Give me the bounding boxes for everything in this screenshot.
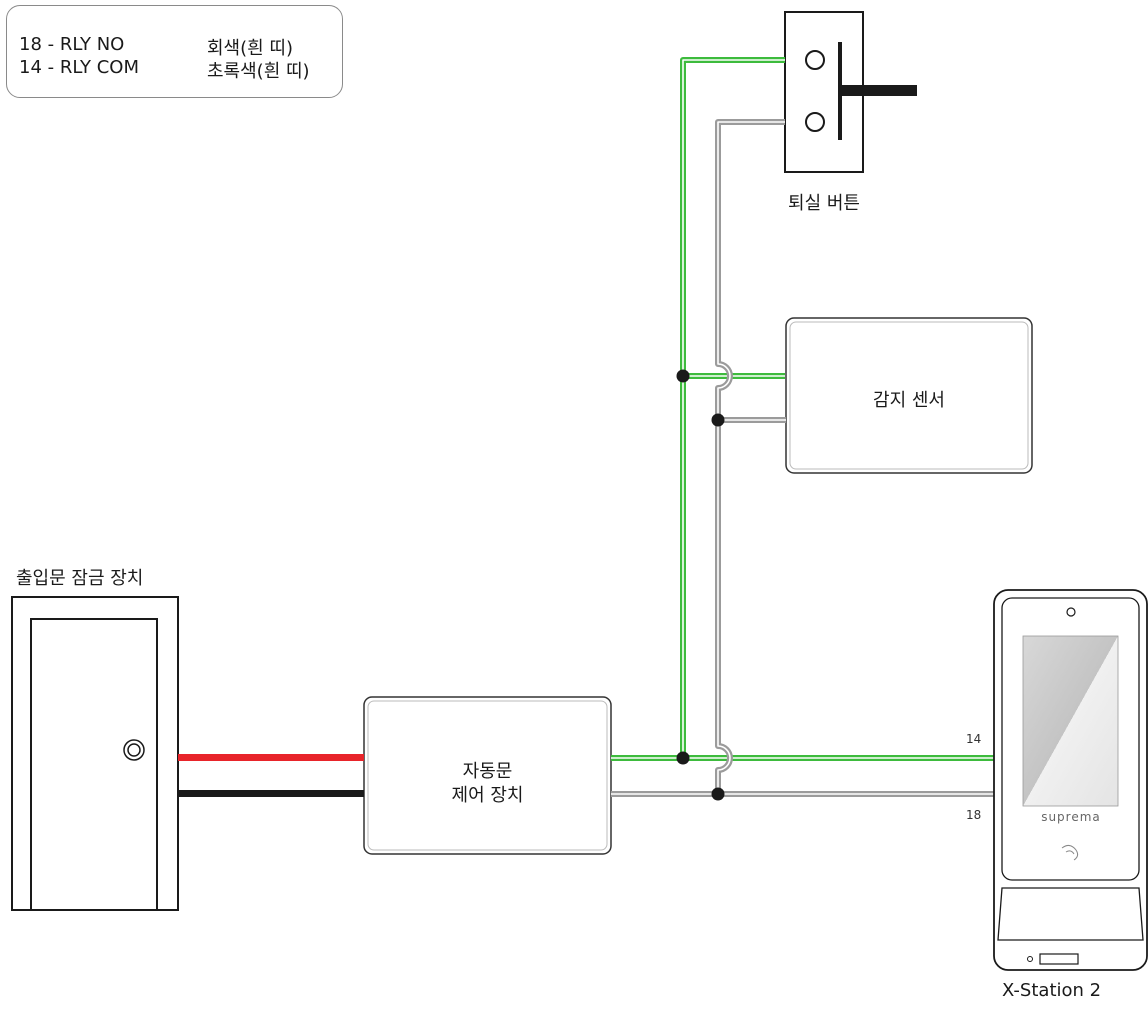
door-lock-label: 출입문 잠금 장치 bbox=[16, 568, 144, 589]
junction-dot bbox=[711, 787, 725, 801]
exit-button-terminal-bottom bbox=[805, 112, 825, 132]
exit-button bbox=[784, 11, 917, 173]
reader-label: X-Station 2 bbox=[1002, 980, 1102, 1001]
exit-button-label: 퇴실 버튼 bbox=[788, 193, 860, 214]
reader-screen bbox=[1022, 635, 1119, 807]
terminal-18-label: 18 bbox=[966, 808, 982, 822]
terminal-14-label: 14 bbox=[966, 732, 982, 746]
sensor-label: 감지 센서 bbox=[873, 390, 945, 411]
black-wire bbox=[178, 790, 364, 797]
camera-icon bbox=[1066, 607, 1076, 617]
legend-box: 18 - RLY NO 회색(흰 띠) 14 - RLY COM 초록색(흰 띠… bbox=[6, 5, 343, 98]
legend-color-14: 초록색(흰 띠) bbox=[207, 61, 310, 82]
green-wire bbox=[611, 57, 994, 761]
junction-dot bbox=[676, 751, 690, 765]
door-lock bbox=[11, 596, 179, 911]
reader-device bbox=[993, 589, 1148, 971]
legend-terminal-18: 18 - RLY NO bbox=[19, 34, 125, 55]
reader-brand-logo: suprema bbox=[1041, 810, 1101, 824]
junction-dot bbox=[711, 413, 725, 427]
reader-base bbox=[997, 887, 1144, 941]
door-controller-box bbox=[363, 696, 612, 855]
exit-button-terminal-top bbox=[805, 50, 825, 70]
exit-button-plunger bbox=[840, 85, 917, 96]
reader-slot bbox=[1039, 953, 1079, 965]
junction-dot bbox=[676, 369, 690, 383]
door-controller-label-1: 자동문 bbox=[462, 761, 513, 782]
red-wire bbox=[178, 754, 364, 761]
nfc-icon bbox=[1061, 844, 1079, 861]
legend-color-18: 회색(흰 띠) bbox=[207, 38, 294, 59]
gray-wire bbox=[611, 119, 994, 797]
door-controller-label-2: 제어 장치 bbox=[451, 785, 524, 806]
sensor-box bbox=[785, 317, 1033, 474]
legend-terminal-14: 14 - RLY COM bbox=[19, 57, 139, 78]
